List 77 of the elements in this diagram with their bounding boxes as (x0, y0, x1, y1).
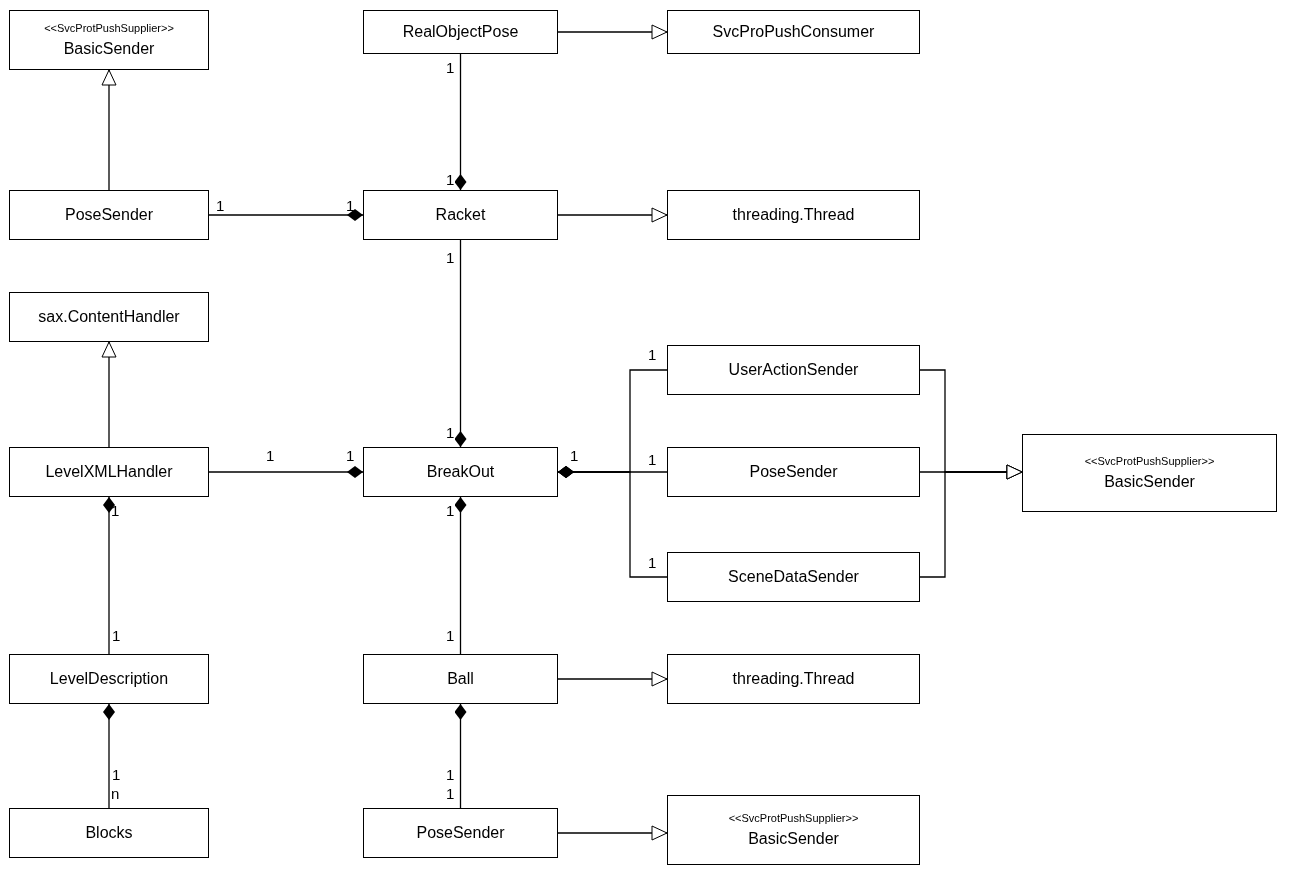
class-name: PoseSender (64, 206, 154, 224)
composition-line (454, 53, 467, 191)
multiplicity-label: 1 (111, 503, 120, 519)
multiplicity-label: 1 (266, 448, 275, 464)
class-box (667, 552, 920, 602)
class-box (667, 447, 920, 497)
class-name: BasicSender (1104, 473, 1195, 491)
class-box (667, 795, 920, 865)
class-name: LevelDescription (49, 670, 169, 688)
class-box (363, 190, 558, 240)
multiplicity-label: 1 (112, 767, 121, 783)
class-box (9, 808, 209, 858)
multiplicity-label: n (111, 786, 120, 802)
class-box (667, 190, 920, 240)
class-box (667, 345, 920, 395)
generalization-arrow (101, 341, 117, 448)
multiplicity-label: 1 (648, 452, 657, 468)
multiplicity-label: 1 (570, 448, 579, 464)
multiplicity-label: 1 (346, 448, 355, 464)
multiplicity-label: 1 (648, 555, 657, 571)
multiplicity-label: 1 (216, 198, 225, 214)
class-box (9, 447, 209, 497)
class-box (667, 654, 920, 704)
class-box (667, 10, 920, 54)
class-name: threading.Thread (732, 206, 855, 224)
multiplicity-label: 1 (446, 503, 455, 519)
class-name: PoseSender (749, 463, 838, 481)
composition-line (454, 703, 467, 809)
generalization-arrow (557, 24, 668, 40)
class-name: SceneDataSender (728, 568, 859, 586)
multiplicity-label: 1 (446, 60, 455, 76)
composition-line (557, 466, 668, 578)
multiplicity-label: 1 (446, 786, 455, 802)
generalization-arrow (557, 207, 668, 223)
composition-line (208, 466, 364, 478)
class-box (1022, 434, 1277, 512)
class-name: threading.Thread (732, 670, 855, 688)
multiplicity-label: 1 (446, 767, 455, 783)
class-name: SvcProPushConsumer (712, 23, 875, 41)
multiplicity-label: 1 (346, 198, 355, 214)
multiplicity-label: 1 (112, 628, 121, 644)
class-name: RealObjectPose (402, 23, 519, 41)
class-name: LevelXMLHandler (45, 463, 173, 481)
class-box (9, 654, 209, 704)
class-name: sax.ContentHandler (38, 308, 180, 326)
class-name: Ball (447, 670, 474, 688)
composition-line (103, 703, 115, 809)
class-box (363, 447, 558, 497)
multiplicity-label: 1 (648, 347, 657, 363)
class-box (363, 10, 558, 54)
class-box (363, 654, 558, 704)
stereotype-label: <<SvcProtPushSupplier>> (728, 812, 859, 824)
multiplicity-label: 1 (446, 425, 455, 441)
class-name: BreakOut (426, 463, 495, 481)
class-name: Blocks (85, 824, 133, 842)
class-box (9, 10, 209, 70)
stereotype-label: <<SvcProtPushSupplier>> (1084, 455, 1215, 467)
class-box (9, 190, 209, 240)
class-name: UserActionSender (728, 361, 859, 379)
class-name: Racket (435, 206, 486, 224)
generalization-arrow (557, 671, 668, 687)
multiplicity-label: 1 (446, 250, 455, 266)
generalization-arrow (557, 825, 668, 841)
generalization-arrow (101, 69, 117, 191)
class-name: BasicSender (748, 830, 839, 848)
composition-line (208, 209, 364, 221)
stereotype-label: <<SvcProtPushSupplier>> (44, 22, 174, 34)
class-name: BasicSender (63, 40, 155, 58)
composition-line (454, 496, 467, 655)
class-name: PoseSender (416, 824, 505, 842)
multiplicity-label: 1 (446, 628, 455, 644)
class-box (9, 292, 209, 342)
composition-line (103, 496, 115, 655)
multiplicity-label: 1 (446, 172, 455, 188)
composition-line (454, 239, 467, 448)
generalization-arrow (919, 464, 1023, 578)
class-box (363, 808, 558, 858)
